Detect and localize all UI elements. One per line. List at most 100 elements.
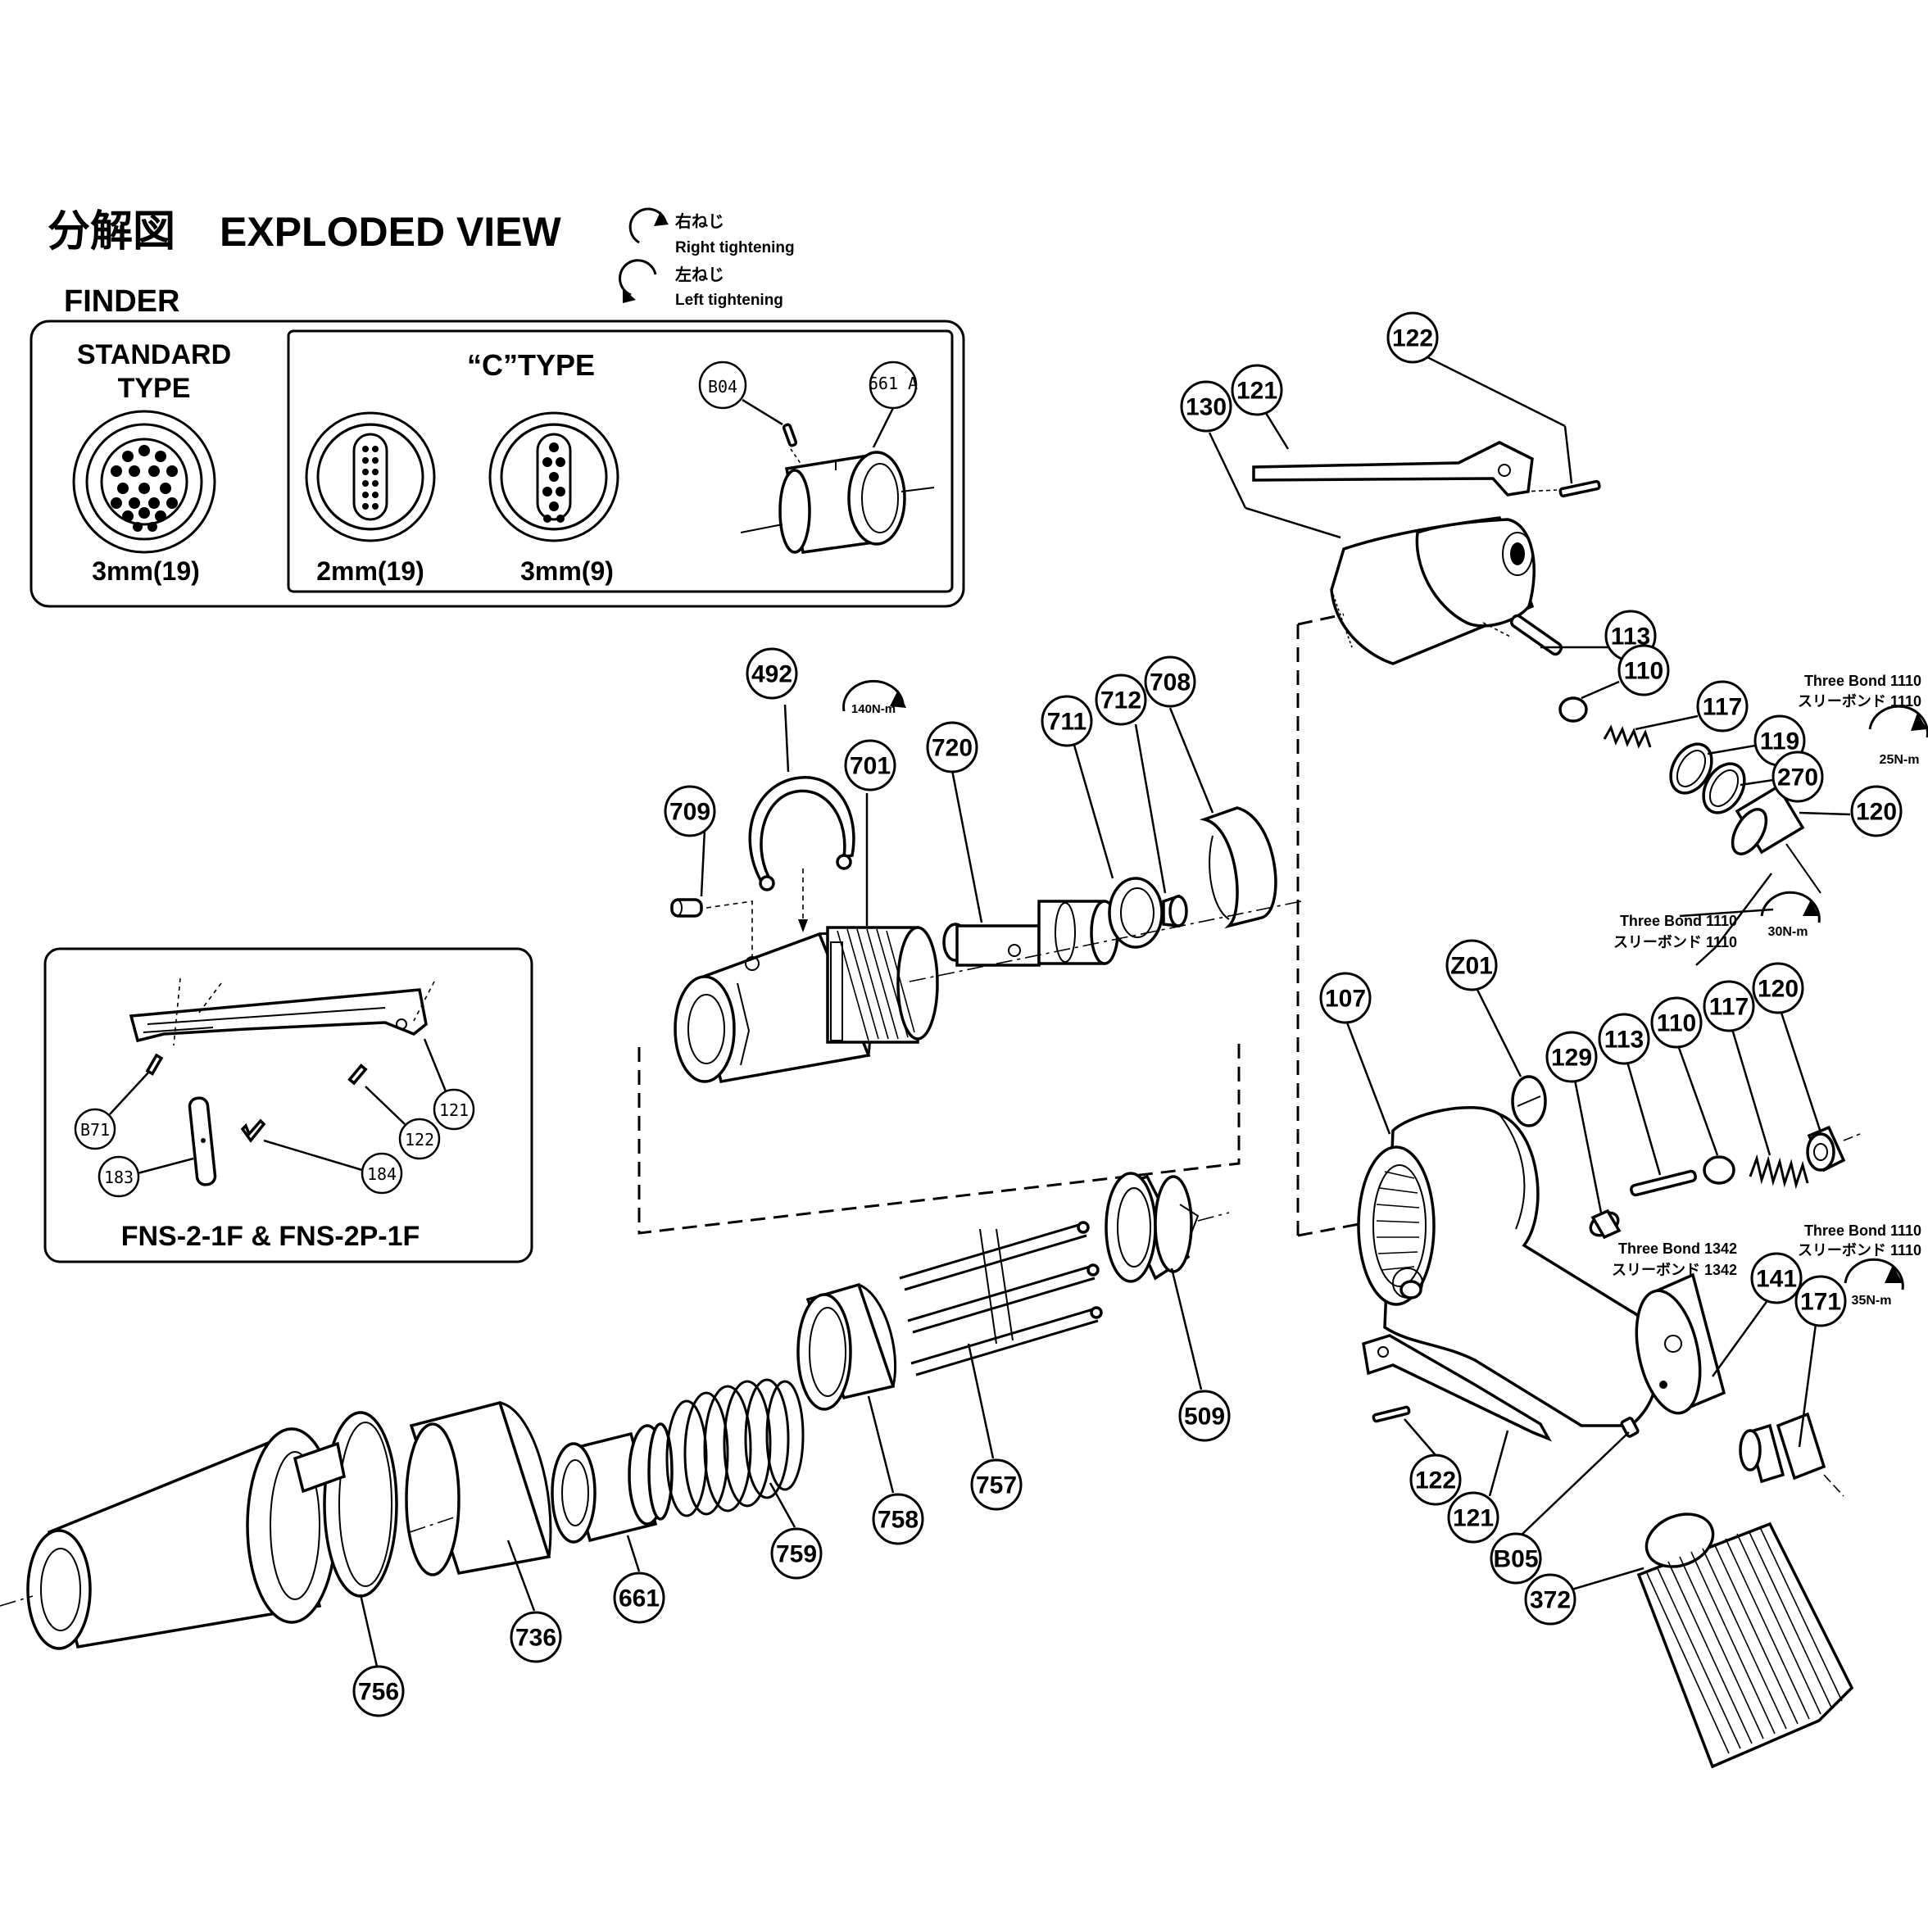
svg-text:B04: B04	[708, 377, 737, 397]
nut-758	[796, 1282, 897, 1411]
plug-120-right	[1806, 1125, 1861, 1172]
note-tb1110-en-a: Three Bond 1110	[1804, 673, 1921, 689]
callout-121-right: 121	[1447, 1491, 1499, 1544]
sleeve-736	[405, 1400, 552, 1576]
spring-759	[665, 1378, 805, 1517]
svg-text:270: 270	[1777, 764, 1818, 791]
svg-text:120: 120	[1758, 976, 1799, 1003]
svg-text:758: 758	[878, 1507, 919, 1534]
callout-661a: 661 A	[869, 361, 918, 410]
svg-text:B05: B05	[1493, 1546, 1538, 1573]
c-type-finder-2mm	[305, 411, 436, 542]
note-tb1110-ja-a: スリーボンド 1110	[1798, 693, 1921, 710]
svg-text:Z01: Z01	[1450, 953, 1493, 980]
callout-171: 171	[1794, 1275, 1847, 1327]
svg-text:110: 110	[1624, 658, 1663, 685]
head-130	[1330, 516, 1536, 665]
svg-text:129: 129	[1551, 1045, 1592, 1072]
svg-text:736: 736	[515, 1625, 556, 1652]
svg-text:B71: B71	[80, 1120, 110, 1140]
torque-140-icon: 140N-m	[842, 679, 906, 716]
finder-label: FINDER	[64, 284, 179, 319]
pin-709	[670, 898, 753, 959]
legend-right-ja: 右ねじ	[675, 211, 724, 231]
lever-121-right	[1362, 1334, 1552, 1442]
barrel-756	[0, 1411, 398, 1650]
callout-712: 712	[1095, 673, 1147, 726]
svg-text:113: 113	[1604, 1027, 1644, 1054]
note-tb1110-ja-b: スリーボンド 1110	[1613, 934, 1737, 950]
spring-117-right	[1749, 1154, 1809, 1190]
callout-113-right: 113	[1598, 1013, 1650, 1065]
plug-120-top	[1731, 784, 1821, 894]
callout-758: 758	[872, 1493, 924, 1545]
torque-25-icon: 25N-m	[1868, 705, 1928, 767]
svg-text:119: 119	[1760, 728, 1799, 755]
svg-text:661 A: 661 A	[869, 374, 918, 393]
pin-122-top	[1523, 479, 1601, 498]
callout-184: 184	[361, 1152, 403, 1195]
cap-509	[1105, 1172, 1230, 1283]
legend-right-en: Right tightening	[675, 239, 795, 256]
svg-text:708: 708	[1150, 669, 1191, 696]
bushing-661	[551, 1422, 674, 1544]
svg-text:122: 122	[1415, 1467, 1456, 1494]
callout-183: 183	[98, 1155, 140, 1198]
fns-inset-box: FNS-2-1F & FNS-2P-1F B71 183 184 122 121	[43, 947, 533, 1263]
callout-120-top: 120	[1850, 785, 1903, 837]
callout-122-right: 122	[1409, 1454, 1462, 1506]
svg-text:709: 709	[669, 799, 710, 826]
svg-text:107: 107	[1325, 986, 1366, 1013]
callout-z01: Z01	[1445, 939, 1498, 991]
standard-label-2: TYPE	[118, 373, 191, 404]
callout-b71: B71	[74, 1108, 116, 1150]
torque-30-label: 30N-m	[1768, 925, 1808, 939]
standard-size: 3mm(19)	[92, 556, 200, 586]
valve-seat-110-top	[1558, 696, 1588, 723]
svg-text:110: 110	[1657, 1010, 1696, 1037]
svg-text:121: 121	[1236, 378, 1277, 405]
rods-757	[899, 1221, 1103, 1376]
cap-z01	[1511, 1075, 1547, 1127]
retaining-ring-492	[748, 775, 855, 932]
stem-113-right	[1630, 1169, 1697, 1197]
svg-text:759: 759	[776, 1541, 817, 1568]
callout-759: 759	[770, 1527, 823, 1580]
callout-492: 492	[746, 647, 798, 700]
leader-lines	[359, 354, 1851, 1667]
svg-text:372: 372	[1530, 1587, 1571, 1614]
svg-text:183: 183	[104, 1168, 134, 1187]
right-tightening-icon	[628, 207, 669, 244]
grip-372	[1636, 1512, 1854, 1769]
svg-text:122: 122	[405, 1130, 434, 1150]
callout-117-top: 117	[1696, 680, 1749, 732]
svg-text:492: 492	[751, 661, 792, 688]
pin-122-right	[1372, 1405, 1411, 1423]
callout-b05: B05	[1490, 1532, 1542, 1585]
torque-25-label: 25N-m	[1880, 753, 1920, 767]
standard-label-1: STANDARD	[77, 339, 231, 370]
note-tb1110-ja-c: スリーボンド 1110	[1798, 1242, 1921, 1259]
svg-text:720: 720	[932, 735, 973, 762]
pin-b04	[782, 423, 804, 468]
svg-text:711: 711	[1047, 709, 1086, 736]
callout-711: 711	[1041, 695, 1093, 747]
svg-text:756: 756	[358, 1679, 399, 1706]
valve-129	[1589, 1209, 1622, 1240]
callout-141: 141	[1750, 1252, 1803, 1304]
valve-113-top	[1482, 614, 1563, 656]
lever-121-top	[1252, 441, 1534, 497]
pin-b05	[1620, 1417, 1640, 1438]
left-tightening-icon	[619, 259, 657, 303]
callout-270: 270	[1771, 751, 1824, 803]
callout-708: 708	[1144, 655, 1196, 708]
c-size-2: 3mm(9)	[520, 556, 614, 586]
standard-finder	[72, 410, 216, 554]
callout-701: 701	[844, 739, 896, 791]
c-size-1: 2mm(19)	[316, 556, 424, 586]
svg-text:122: 122	[1392, 325, 1433, 352]
svg-text:117: 117	[1703, 694, 1742, 721]
callout-b04: B04	[698, 361, 747, 410]
svg-text:120: 120	[1856, 799, 1897, 826]
